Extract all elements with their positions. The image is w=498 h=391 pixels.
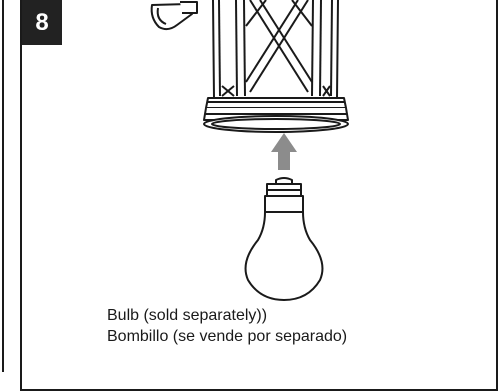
caption-english: Bulb (sold separately)) (107, 307, 268, 324)
lantern-fixture-icon (150, 0, 349, 133)
arrow-up-icon (271, 133, 297, 170)
step-number-badge: 8 (22, 0, 62, 45)
lantern-cage (212, 0, 339, 99)
previous-panel-border (0, 0, 4, 372)
wall-bracket (150, 1, 198, 31)
installation-illustration (150, 0, 349, 301)
caption-spanish: Bombillo (se vende por separado) (107, 328, 348, 345)
step-panel: 8 (20, 0, 498, 391)
lantern-bottom-ring (203, 97, 349, 133)
light-bulb-icon (244, 177, 324, 301)
bulb-caption: Bulb (sold separately)) Bombillo (se ven… (107, 305, 347, 347)
